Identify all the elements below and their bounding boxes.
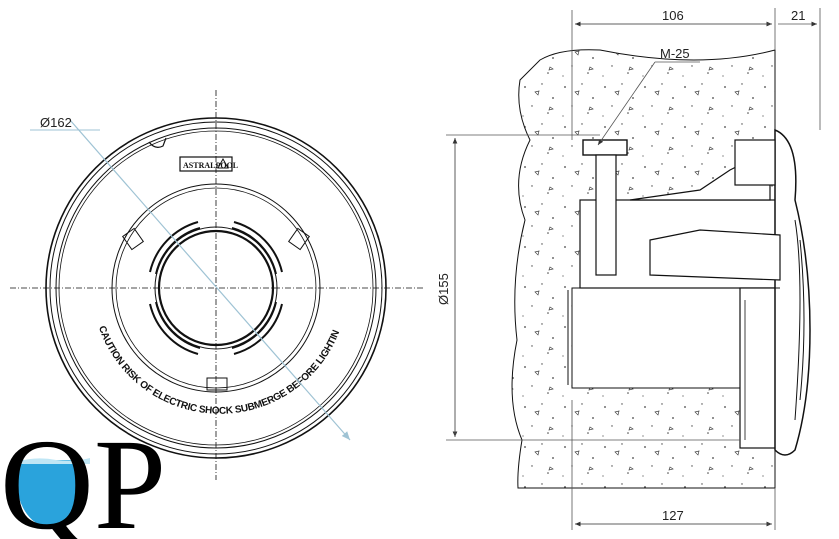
dim-bottom-depth: 127 [662,508,684,523]
brand-plate-text: ASTRALPOOL [183,161,238,170]
front-flange [774,128,811,456]
dim-height: Ø155 [436,273,451,305]
clip-tab [206,377,228,391]
qp-logo [14,430,94,528]
logo-text: QP [0,413,166,539]
thread-label: M-25 [660,46,690,61]
middle-ring [111,183,321,393]
front-view [10,90,425,480]
diameter-label: Ø162 [40,115,72,130]
section-view [511,49,811,489]
dim-top-flange: 21 [791,8,805,23]
vent-slots [149,221,283,355]
notch [148,137,167,148]
cable-gland-nut [582,139,628,156]
dimensions [446,8,821,530]
warning-icon [217,157,229,169]
diameter-leader [69,119,351,441]
dim-top-depth: 106 [662,8,684,23]
brand-plate [179,156,233,172]
housing-body [571,287,741,389]
outer-rim [45,117,387,459]
cable-gland [595,154,617,276]
lens-circle [157,229,275,347]
